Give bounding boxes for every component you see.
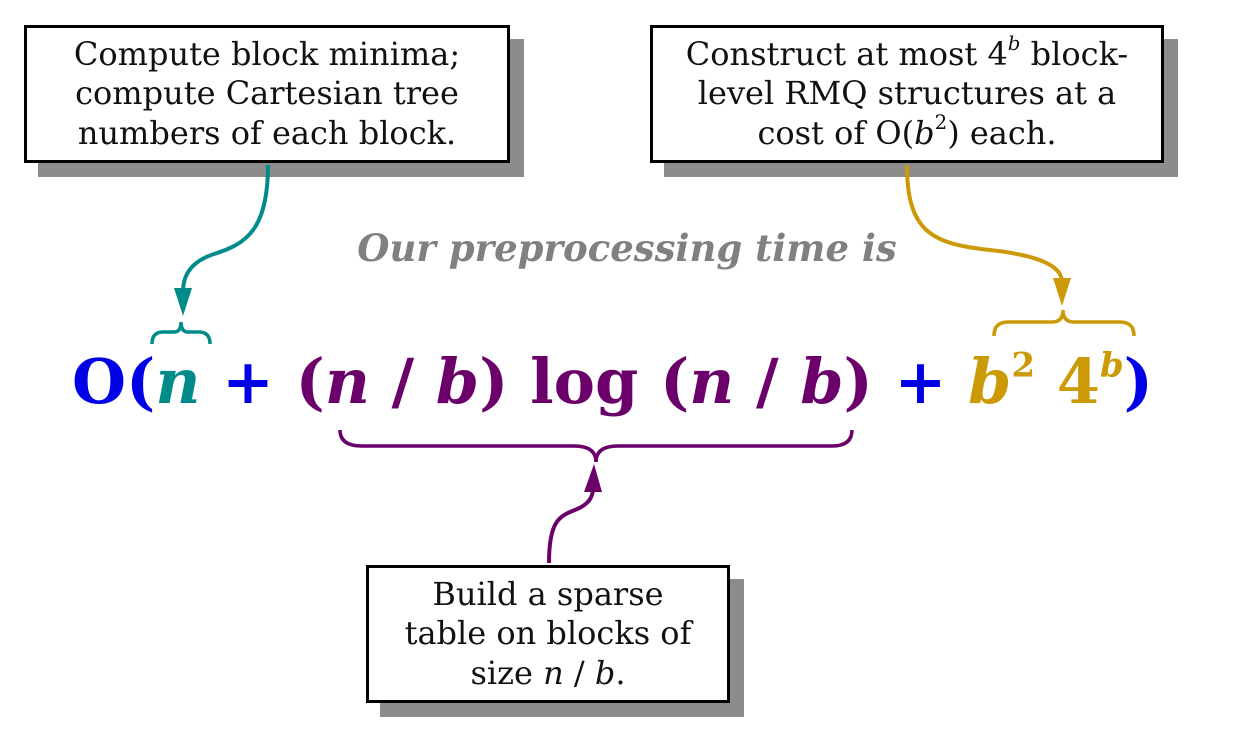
purple-brace — [338, 429, 854, 463]
teal-arrow — [181, 164, 270, 293]
callout-right-line3-sup: 2 — [934, 110, 948, 134]
callout-right-line1-post: block- — [1020, 35, 1129, 74]
callout-bottom-line3-n: n — [543, 653, 564, 692]
gold-arrowhead-icon — [1053, 278, 1071, 306]
formula-n-2: n — [324, 345, 370, 418]
formula-sup-b: b — [1100, 345, 1124, 385]
formula-b-2: b — [800, 345, 844, 418]
formula-b-1: b — [435, 345, 480, 418]
formula-four: 4 — [1056, 345, 1100, 418]
callout-right-line3-var: b — [914, 113, 935, 152]
formula-close: ) — [1123, 345, 1153, 418]
formula-lparen-2: ( — [659, 345, 690, 418]
formula-n: n — [155, 345, 201, 418]
callout-left-line2: compute Cartesian tree — [75, 74, 459, 113]
formula-sup-2: 2 — [1011, 345, 1036, 386]
formula-log: log — [508, 345, 660, 418]
formula-b-3: b — [968, 345, 1012, 418]
callout-right-line3: cost of O(b2) each. — [757, 110, 1057, 153]
formula-n-3: n — [689, 345, 735, 418]
formula: O(n + (n / b) log (n / b) + b2 4b) — [72, 343, 1153, 421]
callout-right-line1-sup-var: b — [1007, 32, 1021, 56]
callout-bottom-line3-post: . — [615, 653, 626, 692]
callout-right-line3-pre: cost of O( — [757, 113, 915, 152]
callout-bottom-line3-b: b — [594, 653, 616, 692]
callout-bottom-line2: table on blocks of — [404, 614, 692, 653]
purple-arrowhead-icon — [584, 464, 602, 492]
callout-bottom-line3-slash: / — [563, 653, 595, 692]
purple-arrow — [547, 487, 595, 564]
formula-rparen-2: ) — [843, 345, 873, 418]
formula-lparen-1: ( — [295, 345, 325, 418]
callout-right-line2: level RMQ structures at a — [697, 74, 1117, 113]
callout-block-minima: Compute block minima; compute Cartesian … — [24, 25, 510, 163]
formula-rparen-1: ) — [479, 345, 509, 418]
formula-slash-1: / — [369, 345, 436, 418]
callout-right-line1-sup: b — [1008, 33, 1021, 56]
formula-plus-1: + — [200, 345, 296, 418]
formula-slash-2: / — [734, 345, 801, 418]
formula-plus-2: + — [872, 345, 969, 418]
formula-sup-b-var: b — [1099, 345, 1124, 386]
teal-arrowhead-icon — [174, 288, 192, 316]
gold-brace — [992, 309, 1136, 337]
callout-sparse-table: Build a sparse table on blocks of size n… — [366, 565, 730, 703]
formula-open: O( — [72, 345, 156, 418]
teal-brace — [150, 321, 212, 345]
callout-bottom-line1: Build a sparse — [432, 575, 664, 614]
gold-arrow — [905, 164, 1064, 283]
callout-bottom-line3: size n / b. — [470, 654, 625, 693]
callout-rmq-structures: Construct at most 4b block- level RMQ st… — [650, 25, 1164, 163]
callout-left-line1: Compute block minima; — [73, 35, 461, 74]
callout-left-line3: numbers of each block. — [77, 113, 457, 152]
callout-bottom-line3-pre: size — [470, 653, 544, 692]
callout-right-line1: Construct at most 4b block- — [685, 33, 1129, 74]
callout-right-line3-post: ) each. — [947, 113, 1057, 152]
heading: Our preprocessing time is — [357, 226, 897, 270]
callout-right-line1-pre: Construct at most 4 — [685, 35, 1008, 74]
